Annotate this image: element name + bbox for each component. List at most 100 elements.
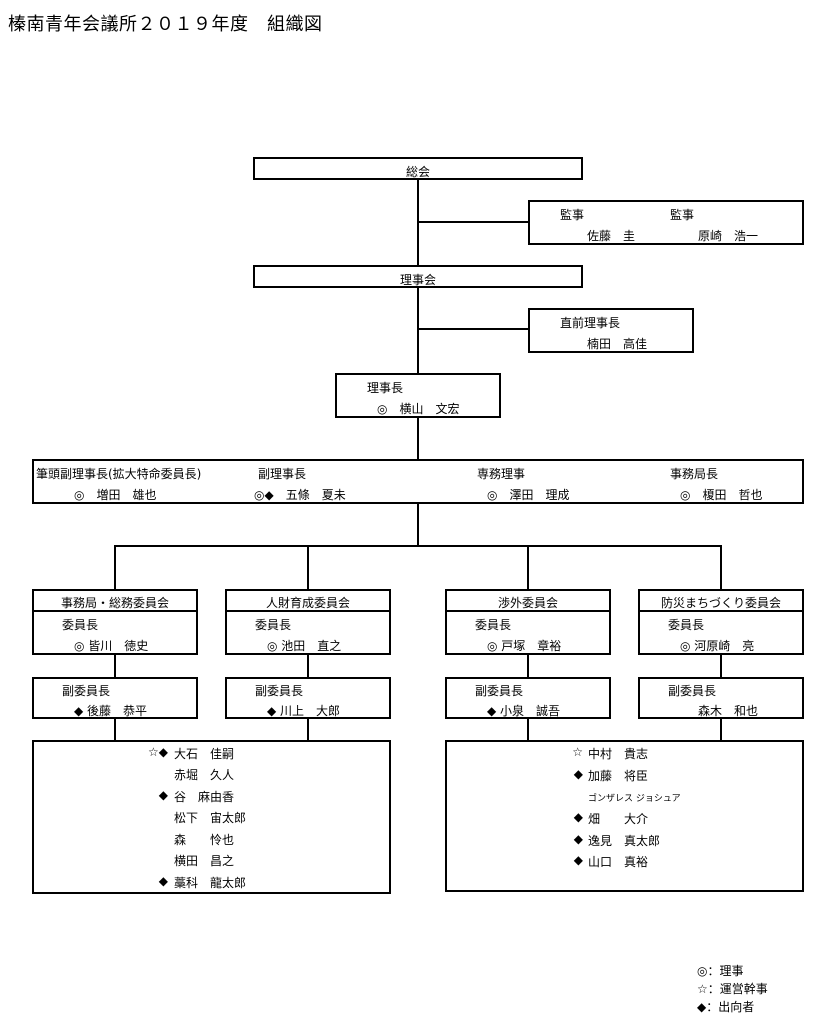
board-label: 理事会: [399, 273, 436, 287]
past-president-box: 直前理事長 楠田 高佳: [528, 308, 694, 353]
committee-3-chair-role: 委員長: [475, 618, 512, 632]
connector-vice-committees: [417, 503, 419, 546]
member-r6-name: 山口 真裕: [588, 855, 649, 869]
member-l2-name: 赤堀 久人: [174, 768, 235, 782]
committee-4-vice-box: 副委員長 森木 和也: [638, 677, 804, 719]
connector-auditors: [417, 221, 529, 223]
member-r6-mark: ◆: [573, 853, 583, 867]
member-l1-mark: ☆◆: [148, 745, 168, 759]
vice-2-name: ◎◆ 五條 夏未: [254, 488, 346, 502]
committee-1-box: 事務局・総務委員会 委員長 ◎ 皆川 徳史: [32, 589, 198, 655]
committee-3-vice-name: ◆ 小泉 誠吾: [487, 704, 561, 718]
member-r3-name: ゴンザレス ジョシュア: [588, 794, 681, 804]
committee-2-vice-name: ◆ 川上 大郎: [267, 704, 341, 718]
committee-1-vice-name: ◆ 後藤 恭平: [74, 704, 148, 718]
member-r4-name: 畑 大介: [588, 812, 649, 826]
connector-committee-3: [527, 545, 529, 590]
president-role: 理事長: [367, 381, 404, 395]
committee-2-divider: [227, 610, 389, 612]
connector-past-president: [417, 328, 529, 330]
auditors-box: 監事 佐藤 圭 監事 原崎 浩一: [528, 200, 804, 245]
committee-3-vice-box: 副委員長 ◆ 小泉 誠吾: [445, 677, 611, 719]
member-l6-name: 横田 昌之: [174, 854, 235, 868]
member-r1-name: 中村 貴志: [588, 747, 649, 761]
member-r5-name: 逸見 真太郎: [588, 834, 661, 848]
committee-2-name: 人財育成委員会: [265, 596, 350, 610]
committee-3-box: 渉外委員会 委員長 ◎ 戸塚 章裕: [445, 589, 611, 655]
committee-2-chair-name: ◎ 池田 直之: [267, 639, 342, 653]
auditor-1-name: 佐藤 圭: [587, 229, 636, 243]
committee-1-divider: [34, 610, 196, 612]
general-assembly-box: 総会: [253, 157, 583, 180]
committee-2-vice-role: 副委員長: [255, 684, 304, 698]
member-l4-name: 松下 宙太郎: [174, 811, 247, 825]
vice-3-name: ◎ 澤田 理成: [487, 488, 570, 502]
members-right-box: ☆ 中村 貴志 ◆ 加藤 将臣 ゴンザレス ジョシュア ◆ 畑 大介 ◆ 逸見 …: [445, 740, 804, 892]
auditor-1-role: 監事: [560, 208, 585, 222]
connector-c2-vice: [307, 654, 309, 678]
member-r5-mark: ◆: [573, 832, 583, 846]
connector-trunk-mid: [417, 288, 419, 374]
committee-3-vice-role: 副委員長: [475, 684, 524, 698]
committee-4-box: 防災まちづくり委員会 委員長 ◎ 河原崎 亮: [638, 589, 804, 655]
member-l7-name: 藁科 龍太郎: [174, 876, 247, 890]
vice-4-name: ◎ 榎田 哲也: [680, 488, 763, 502]
auditor-2-name: 原崎 浩一: [698, 229, 759, 243]
legend-seconded: ◆：出向者: [697, 1000, 755, 1014]
member-l5-name: 森 怜也: [174, 833, 235, 847]
committee-4-chair-name: ◎ 河原崎 亮: [680, 639, 755, 653]
connector-c4-members: [720, 718, 722, 742]
vice-presidents-box: 筆頭副理事長(拡大特命委員長) ◎ 増田 雄也 副理事長 ◎◆ 五條 夏未 専務…: [32, 459, 804, 504]
connector-trunk-top: [417, 180, 419, 266]
member-r2-name: 加藤 将臣: [588, 769, 649, 783]
member-l7-mark: ◆: [158, 874, 168, 888]
member-l3-name: 谷 麻由香: [174, 790, 235, 804]
connector-committee-2: [307, 545, 309, 590]
committee-4-divider: [640, 610, 802, 612]
member-r4-mark: ◆: [573, 810, 583, 824]
connector-c4-vice: [720, 654, 722, 678]
connector-committee-1: [114, 545, 116, 590]
vice-1-name: ◎ 増田 雄也: [74, 488, 157, 502]
committee-1-chair-name: ◎ 皆川 徳史: [74, 639, 149, 653]
committee-4-vice-role: 副委員長: [668, 684, 717, 698]
connector-c2-members: [307, 718, 309, 742]
committee-1-vice-box: 副委員長 ◆ 後藤 恭平: [32, 677, 198, 719]
past-president-role: 直前理事長: [560, 316, 621, 330]
president-name: ◎ 横山 文宏: [377, 402, 460, 416]
committee-4-chair-role: 委員長: [668, 618, 705, 632]
connector-committee-bus: [114, 545, 720, 547]
page-title: 榛南青年会議所２０１９年度 組織図: [8, 14, 323, 35]
committee-3-name: 渉外委員会: [497, 596, 558, 610]
committee-4-vice-name: 森木 和也: [698, 704, 759, 718]
connector-c1-vice: [114, 654, 116, 678]
connector-president-vice: [417, 416, 419, 461]
committee-1-name: 事務局・総務委員会: [60, 596, 169, 610]
legend-director: ◎：理事: [697, 964, 744, 978]
member-r1-mark: ☆: [572, 745, 583, 759]
committee-1-vice-role: 副委員長: [62, 684, 111, 698]
committee-1-chair-role: 委員長: [62, 618, 99, 632]
committee-3-chair-name: ◎ 戸塚 章裕: [487, 639, 562, 653]
members-left-box: ☆◆ 大石 佳嗣 赤堀 久人 ◆ 谷 麻由香 松下 宙太郎 森 怜也 横田 昌之…: [32, 740, 391, 894]
committee-2-vice-box: 副委員長 ◆ 川上 大郎: [225, 677, 391, 719]
legend-steering: ☆：運営幹事: [697, 982, 768, 996]
general-assembly-label: 総会: [405, 165, 430, 179]
vice-1-role: 筆頭副理事長(拡大特命委員長): [36, 467, 202, 481]
member-r2-mark: ◆: [573, 767, 583, 781]
connector-c1-members: [114, 718, 116, 742]
vice-4-role: 事務局長: [670, 467, 719, 481]
vice-3-role: 専務理事: [477, 467, 526, 481]
member-l1-name: 大石 佳嗣: [174, 747, 235, 761]
committee-2-chair-role: 委員長: [255, 618, 292, 632]
past-president-name: 楠田 高佳: [587, 337, 648, 351]
president-box: 理事長 ◎ 横山 文宏: [335, 373, 501, 418]
board-box: 理事会: [253, 265, 583, 288]
member-l3-mark: ◆: [158, 788, 168, 802]
committee-2-box: 人財育成委員会 委員長 ◎ 池田 直之: [225, 589, 391, 655]
connector-committee-4: [720, 545, 722, 590]
committee-3-divider: [447, 610, 609, 612]
connector-c3-vice: [527, 654, 529, 678]
auditor-2-role: 監事: [670, 208, 695, 222]
vice-2-role: 副理事長: [258, 467, 307, 481]
